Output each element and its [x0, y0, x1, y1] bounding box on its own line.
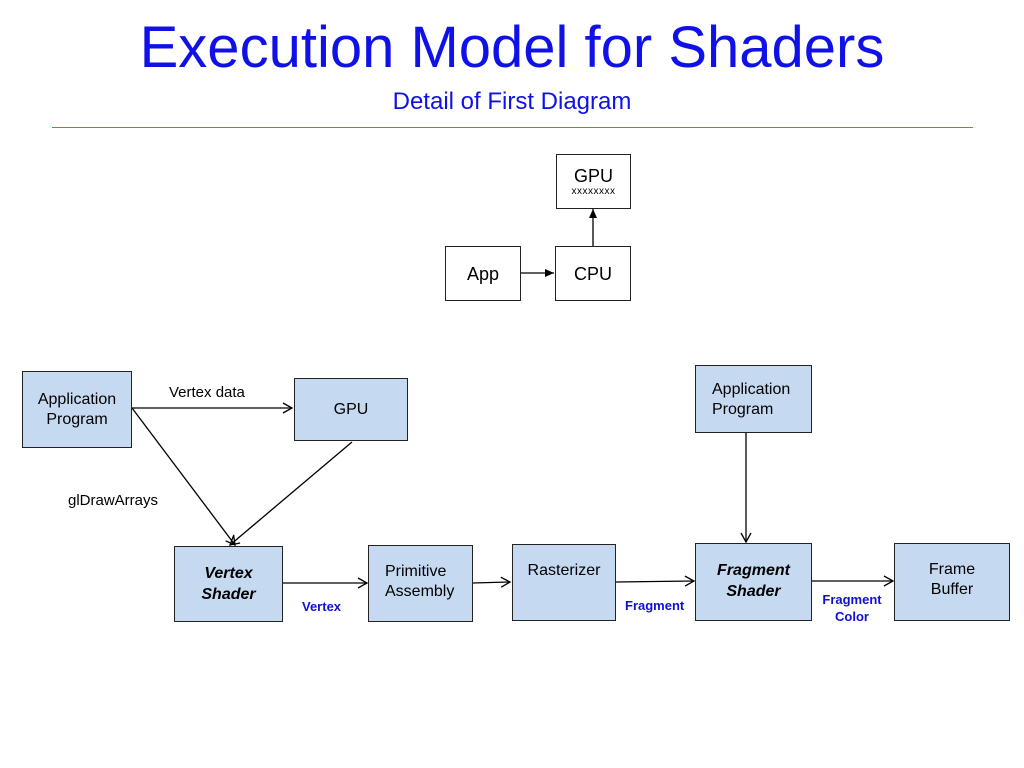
fragment-arrow-label: Fragment	[625, 598, 685, 613]
gpu-label-pipeline: GPU	[333, 400, 369, 418]
vertex-shader-box: Vertex Shader	[174, 546, 283, 622]
frame-buffer-box: Frame Buffer	[894, 543, 1010, 621]
fragment-shader-box: Fragment Shader	[695, 543, 812, 621]
rasterizer-label: Rasterizer	[527, 562, 601, 579]
app-box: App	[445, 246, 521, 301]
arrow-rasterizer-to-fragment	[615, 575, 696, 587]
fragment-shader-label: Fragment Shader	[717, 562, 790, 600]
vertex-arrow-label: Vertex	[302, 599, 342, 614]
application-program-left-box: Application Program	[22, 371, 132, 448]
gldrawarrays-label: glDrawArrays	[68, 492, 159, 509]
app-label: App	[466, 263, 500, 284]
fragment-color-arrow-label: Fragment Color	[822, 592, 882, 624]
frame-buffer-label: Frame Buffer	[928, 561, 976, 598]
slide-title: Execution Model for Shaders	[139, 15, 885, 80]
arrow-gpu-to-vertex-shader	[228, 441, 353, 546]
gpu-box-pipeline: GPU	[294, 378, 408, 441]
cpu-box: CPU	[555, 246, 631, 301]
vertex-shader-label: Vertex Shader	[201, 565, 256, 603]
title-divider	[52, 127, 973, 128]
gpu-sublabel-top: xxxxxxxx	[571, 186, 616, 197]
rasterizer-box: Rasterizer	[512, 544, 616, 621]
slide-subtitle: Detail of First Diagram	[392, 88, 632, 115]
application-program-left-label: Application Program	[37, 390, 117, 428]
primitive-assembly-label: Primitive Assembly	[385, 563, 455, 600]
primitive-assembly-box: Primitive Assembly	[368, 545, 473, 622]
gpu-label-top: GPU	[573, 166, 613, 186]
cpu-label: CPU	[573, 263, 612, 284]
arrow-primitive-to-rasterizer	[472, 576, 512, 588]
application-program-right-box: Application Program	[695, 365, 812, 433]
application-program-right-label: Application Program	[712, 381, 791, 418]
vertex-data-label: Vertex data	[169, 384, 245, 401]
gpu-box-top: GPU xxxxxxxx	[556, 154, 631, 209]
arrow-app-to-vertex-shader	[131, 407, 236, 547]
